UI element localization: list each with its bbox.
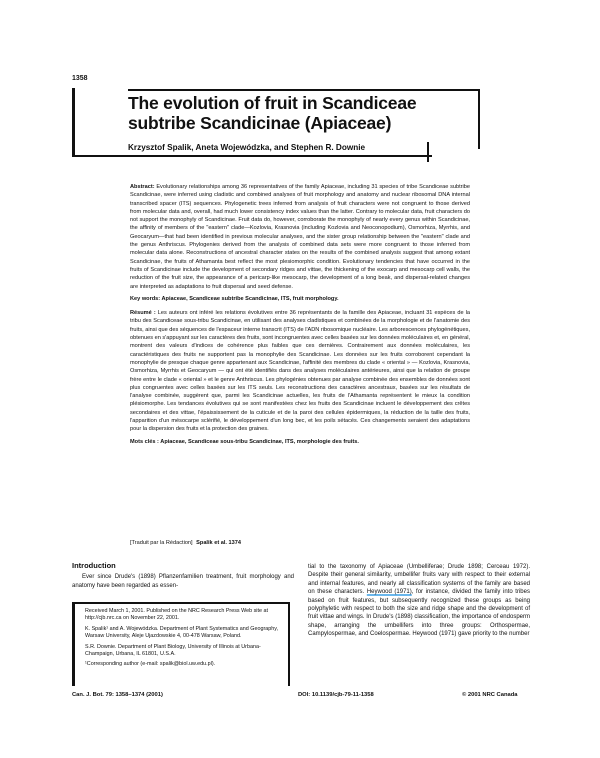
intro-heading: Introduction [72, 561, 116, 570]
copyright: © 2001 NRC Canada [462, 692, 518, 698]
received-note: Received March 1, 2001. Published on the… [85, 608, 268, 622]
keywords-text: Apiaceae, Scandiceae subtribe Scandicina… [161, 295, 339, 302]
intro-right-text-2: , for instance, divided the family into … [308, 589, 530, 638]
authors: Krzysztof Spalik, Aneta Wojewódzka, and … [128, 143, 366, 152]
mots-cles: Mots clés : Apiaceae, Scandiceae sous-tr… [130, 438, 470, 446]
title-right-rule [478, 89, 480, 149]
translation-label: [Traduit par la Rédaction] [130, 540, 193, 546]
left-rule [72, 88, 75, 157]
abstract-text: Evolutionary relationships among 36 repr… [130, 184, 470, 290]
resume-text: Les auteurs ont inféré les relations évo… [130, 310, 471, 433]
keywords: Key words: Apiaceae, Scandiceae subtribe… [130, 295, 470, 303]
intro-left-text: Ever since Drude's (1898) Pflanzenfamili… [72, 574, 294, 589]
intro-right-column: tial to the taxonomy of Apiaceae (Umbell… [308, 563, 530, 639]
journal-citation: Can. J. Bot. 79: 1358–1374 (2001) [72, 692, 163, 698]
resume-label: Résumé : [130, 310, 156, 317]
reference-link[interactable]: Heywood (1971) [366, 589, 412, 596]
abstract-block: Abstract: Evolutionary relationships amo… [130, 183, 470, 446]
page-number: 1358 [72, 75, 88, 82]
affiliation-2: S.R. Downie. Department of Plant Biology… [85, 643, 261, 658]
authors-rule [427, 142, 429, 162]
article-notes-box: Received March 1, 2001. Published on the… [72, 602, 290, 686]
doi: DOI: 10.1139/cjb-79-11-1358 [298, 692, 374, 698]
article-title: The evolution of fruit in Scandiceae sub… [128, 93, 417, 133]
keywords-label: Key words: [130, 295, 161, 302]
intro-right-text-1: tial to the taxonomy of Apiaceae (Umbell… [308, 564, 530, 596]
header-bottom-rule [72, 155, 432, 157]
mots-cles-label: Mots clés : [130, 438, 159, 445]
resume: Résumé : Les auteurs ont inféré les rela… [130, 309, 470, 433]
corresponding-author: ¹Corresponding author (e-mail: spalik@bi… [85, 661, 216, 668]
title-top-rule [128, 89, 480, 91]
abstract-label: Abstract: [130, 184, 155, 190]
intro-left-column: Introduction Ever since Drude's (1898) P… [72, 561, 294, 590]
running-citation: Spalik et al. 1374 [194, 540, 243, 546]
mots-cles-text: Apiaceae, Scandiceae sous-tribu Scandici… [160, 438, 359, 445]
abstract: Abstract: Evolutionary relationships amo… [130, 183, 470, 291]
affiliation-1: K. Spalik¹ and A. Wojewódzka. Department… [85, 625, 279, 640]
translation-note: [Traduit par la Rédaction] Spalik et al.… [130, 540, 243, 546]
